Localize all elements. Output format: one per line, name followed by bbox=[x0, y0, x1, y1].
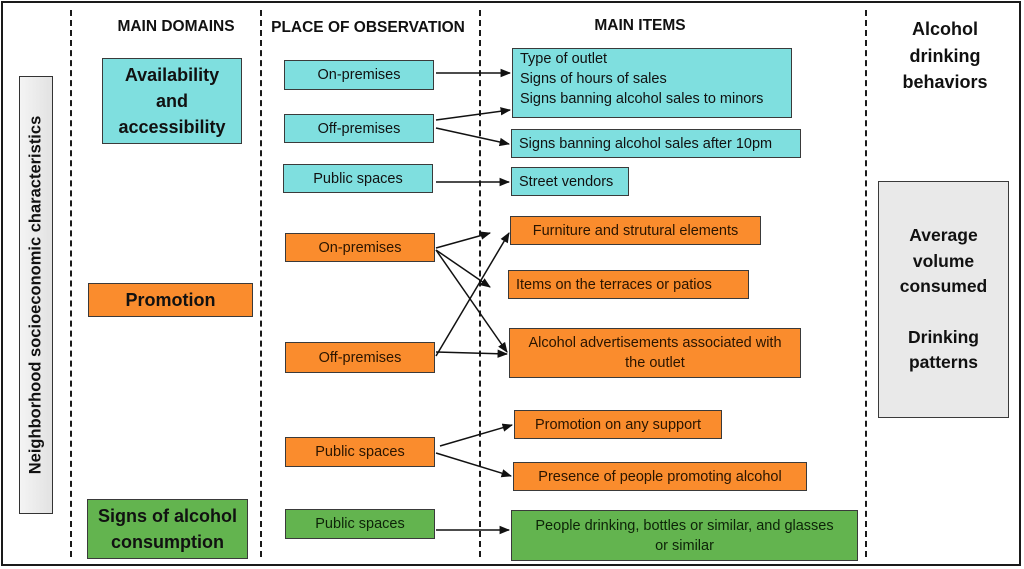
place-off-premises-promotion: Off-premises bbox=[285, 342, 435, 373]
item-people-promoting-alcohol: Presence of people promoting alcohol bbox=[513, 462, 807, 491]
header-line: Alcohol bbox=[912, 19, 978, 39]
item-alcohol-advertisements: Alcohol advertisements associated with t… bbox=[509, 328, 801, 378]
domain-line: Promotion bbox=[125, 290, 216, 310]
item-furniture-structural-elements: Furniture and strutural elements bbox=[510, 216, 761, 245]
domain-line: Signs of alcohol bbox=[97, 506, 237, 526]
item-line: or similar bbox=[655, 537, 714, 554]
place-off-premises-availability: Off-premises bbox=[284, 114, 434, 143]
item-line: Alcohol advertisements associated with bbox=[528, 335, 782, 351]
outcome-drinking-behaviors: Average volume consumed Drinking pattern… bbox=[878, 181, 1009, 418]
side-label-text: Neighborhood socioeconomic characteristi… bbox=[26, 115, 45, 475]
header-main-domains: MAIN DOMAINS bbox=[117, 18, 235, 35]
domain-promotion: Promotion bbox=[88, 283, 253, 317]
item-people-drinking-bottles-glasses: People drinking, bottles or similar, and… bbox=[511, 510, 858, 561]
header-line: drinking bbox=[909, 45, 981, 66]
header-alcohol-drinking-behaviors: Alcohol drinking behaviors bbox=[880, 16, 1010, 96]
item-line: Signs of hours of sales bbox=[520, 71, 667, 87]
column-divider bbox=[479, 10, 481, 557]
item-line: the outlet bbox=[625, 355, 685, 371]
outcome-line: consumed bbox=[899, 276, 988, 297]
outcome-line: Average bbox=[909, 225, 978, 246]
outcome-line: patterns bbox=[908, 352, 979, 373]
place-on-premises-availability: On-premises bbox=[284, 60, 434, 90]
item-line: Type of outlet bbox=[520, 51, 608, 67]
place-public-spaces-signs: Public spaces bbox=[285, 509, 435, 539]
item-terraces-patios: Items on the terraces or patios bbox=[508, 270, 749, 299]
item-street-vendors: Street vendors bbox=[511, 167, 629, 196]
item-line: People drinking, bottles or similar, and… bbox=[535, 517, 834, 534]
column-divider bbox=[260, 10, 262, 557]
item-signs-after-10pm: Signs banning alcohol sales after 10pm bbox=[511, 129, 801, 158]
header-line: behaviors bbox=[902, 72, 988, 92]
item-line: Signs banning alcohol sales to minors bbox=[520, 91, 764, 107]
outcome-line: volume bbox=[912, 250, 975, 271]
domain-signs-of-alcohol-consumption: Signs of alcohol consumption bbox=[87, 499, 248, 559]
place-public-spaces-availability: Public spaces bbox=[283, 164, 433, 193]
header-place-of-observation: PLACE OF OBSERVATION bbox=[271, 19, 465, 36]
place-public-spaces-promotion: Public spaces bbox=[285, 437, 435, 467]
outcome-line: Drinking bbox=[908, 326, 979, 347]
domain-line: accessibility bbox=[118, 117, 226, 137]
domain-line: Availability bbox=[124, 65, 220, 85]
domain-availability-accessibility: Availability and accessibility bbox=[102, 58, 242, 144]
item-outlet-signs-group: Type of outlet Signs of hours of sales S… bbox=[512, 48, 792, 118]
column-divider bbox=[70, 10, 72, 557]
item-promotion-any-support: Promotion on any support bbox=[514, 410, 722, 439]
place-on-premises-promotion: On-premises bbox=[285, 233, 435, 262]
domain-line: and bbox=[155, 91, 188, 111]
column-divider bbox=[865, 10, 867, 557]
header-main-items: MAIN ITEMS bbox=[594, 17, 686, 34]
domain-line: consumption bbox=[111, 532, 224, 552]
neighborhood-socioeconomic-label: Neighborhood socioeconomic characteristi… bbox=[19, 76, 53, 514]
